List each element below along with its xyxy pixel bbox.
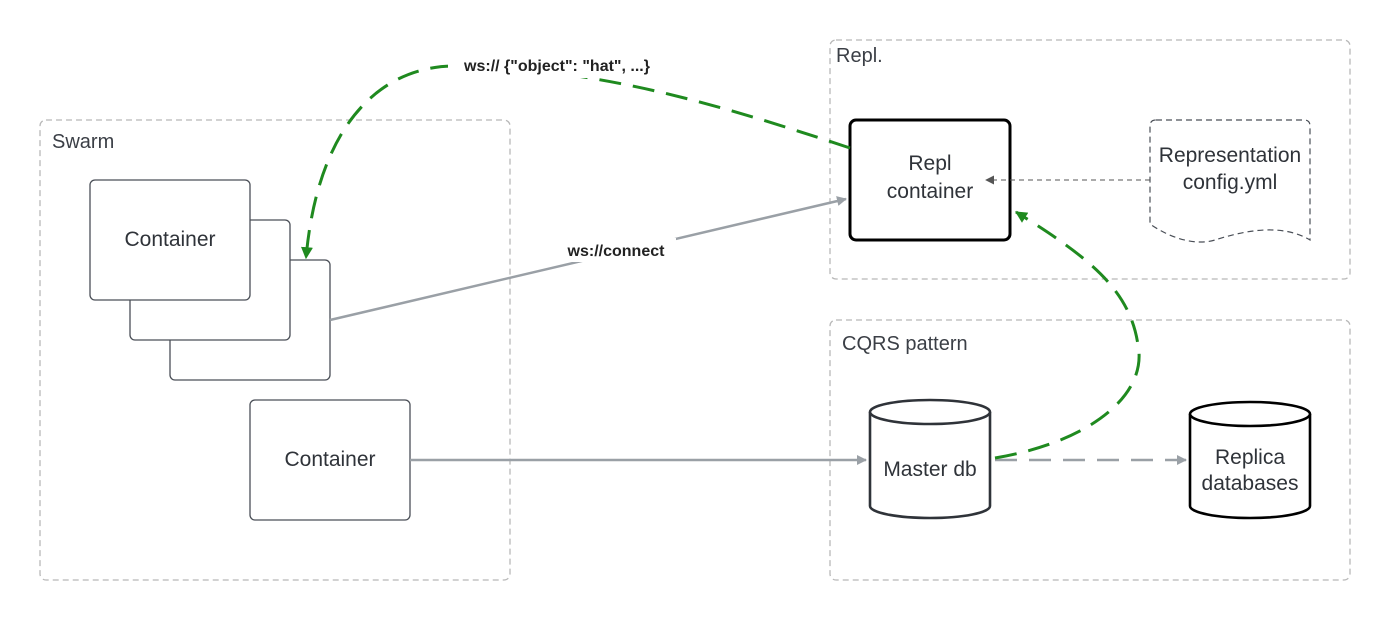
edge-ws-object-label: ws:// {"object": "hat", ...} — [463, 58, 650, 75]
container-stack-label: Container — [124, 228, 215, 251]
replica-databases-label-line1: Replica — [1215, 446, 1285, 469]
replica-databases-body — [1188, 414, 1312, 520]
cqrs-group-border — [829, 319, 1351, 581]
repl-group-border — [829, 39, 1351, 280]
config-document-label-line1: Representation — [1159, 144, 1301, 167]
container-stack-front — [89, 179, 251, 301]
master-db-top — [868, 398, 992, 426]
repl-group: Repl. — [829, 39, 1351, 280]
edge-ws-connect-label: ws://connect — [567, 243, 666, 260]
repl-group-label: Repl. — [836, 45, 883, 67]
repl-container-label-line2: container — [887, 180, 973, 203]
container-stack: Container — [89, 179, 331, 381]
cqrs-group: CQRS pattern — [829, 319, 1351, 581]
swarm-group-border — [39, 119, 511, 581]
master-db-body — [868, 412, 992, 520]
container-single: Container — [249, 399, 411, 521]
repl-container: Repl container — [848, 118, 1012, 242]
edge-ws-object-to-container — [300, 64, 851, 260]
repl-container-label-line1: Repl — [908, 152, 951, 175]
master-db-label: Master db — [883, 458, 976, 481]
edge-master-db-to-repl — [994, 210, 1141, 460]
config-document-label-line2: config.yml — [1183, 171, 1278, 194]
replica-databases: Replica databases — [1188, 400, 1312, 520]
swarm-group-label: Swarm — [52, 131, 114, 153]
master-db: Master db — [868, 398, 992, 520]
cqrs-group-label: CQRS pattern — [842, 333, 968, 355]
edge-ws-connect-label-bg — [556, 238, 676, 262]
replica-databases-top — [1188, 400, 1312, 428]
replica-databases-label-line2: databases — [1202, 472, 1299, 495]
config-document: Representation config.yml — [1149, 119, 1311, 243]
container-single-label: Container — [284, 448, 375, 471]
config-document-shape — [1149, 119, 1311, 243]
edge-ws-object-label-bg — [448, 52, 666, 78]
swarm-group: Swarm — [39, 119, 511, 581]
